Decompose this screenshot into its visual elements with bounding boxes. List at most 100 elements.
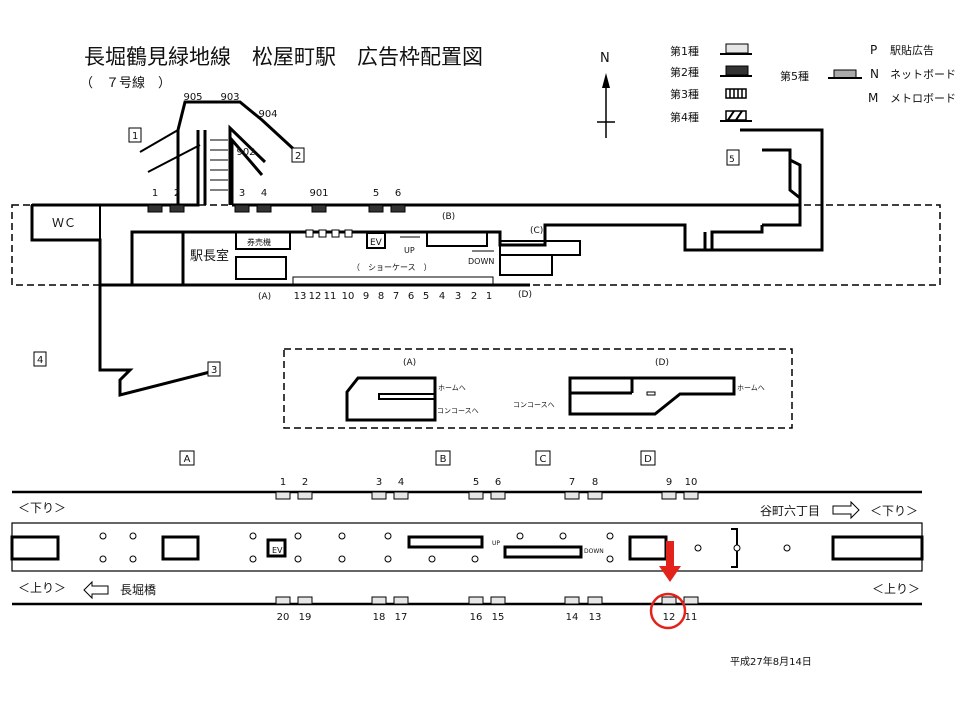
- platform-ad-slot[interactable]: [393, 596, 409, 605]
- legend-code-m-label: メトロボード: [890, 92, 956, 105]
- platform-ad-number: 1: [280, 477, 286, 488]
- platform-ad-slot[interactable]: [371, 596, 387, 605]
- platform-ad-number: 13: [589, 612, 602, 623]
- concourse-ad-slot[interactable]: [169, 204, 185, 213]
- showcase-number: 9: [363, 291, 369, 302]
- platform-ad-slot[interactable]: [661, 491, 677, 500]
- pillar: [318, 229, 327, 238]
- platform-ad-slot[interactable]: [297, 596, 313, 605]
- legend-type3: 第3種: [670, 87, 699, 101]
- platform-ev-label: EV: [272, 546, 283, 555]
- platform-ad-slot[interactable]: [275, 596, 291, 605]
- station-master-label: 駅長室: [190, 248, 229, 264]
- platform-ad-number: 16: [470, 612, 483, 623]
- escalator-up-label: UP: [404, 246, 415, 255]
- platform-ad-slot[interactable]: [468, 491, 484, 500]
- platform-ad-slot[interactable]: [661, 596, 677, 605]
- platform-ad-slot[interactable]: [564, 491, 580, 500]
- concourse-ad-number: 2: [174, 188, 180, 199]
- platform-floor: EV UP DOWN ＜下り＞ ＜下り＞ 谷町六丁目 ＜上り＞ ＜上り＞ 長堀橋…: [10, 450, 924, 623]
- legend-code-m: M: [868, 91, 878, 105]
- up-direction-label-right: ＜上り＞: [872, 582, 920, 596]
- exit-ad-number: 902: [236, 147, 255, 158]
- platform-ad-slot[interactable]: [683, 596, 699, 605]
- platform-stairs-d: [628, 535, 668, 561]
- legend-type4: 第4種: [670, 110, 699, 124]
- pillar: [129, 555, 137, 563]
- platform-ad-slot[interactable]: [587, 491, 603, 500]
- pillar: [559, 532, 567, 540]
- exit-ad-number: 904: [258, 109, 277, 120]
- concourse-ad-slot[interactable]: [368, 204, 384, 213]
- concourse-ad-slot[interactable]: [234, 204, 250, 213]
- section-label: D: [644, 454, 652, 465]
- platform-ad-slot[interactable]: [393, 491, 409, 500]
- pillar: [733, 544, 741, 552]
- ticket-machine: [235, 231, 291, 250]
- platform-ad-number: 5: [473, 477, 479, 488]
- pillar: [338, 555, 346, 563]
- platform-ad-slot[interactable]: [490, 491, 506, 500]
- legend-type1: 第1種: [670, 44, 699, 58]
- concourse-ad-slot[interactable]: [256, 204, 272, 213]
- concourse-ad-slot[interactable]: [147, 204, 163, 213]
- detail-a-to-platform: ホームへ: [438, 384, 466, 392]
- section-label: A: [184, 454, 191, 465]
- showcase: [292, 276, 494, 285]
- platform-ad-number: 8: [592, 477, 598, 488]
- legend-type3-swatch: [725, 88, 747, 99]
- platform-ad-slot[interactable]: [683, 491, 699, 500]
- arrow-left-icon: [83, 580, 109, 600]
- concourse-ad-slot[interactable]: [390, 204, 406, 213]
- pillar: [344, 229, 353, 238]
- platform-ad-slot[interactable]: [587, 596, 603, 605]
- platform-ad-number: 20: [277, 612, 290, 623]
- exit-box: [291, 147, 305, 163]
- section-label: C: [540, 454, 547, 465]
- platform-ad-number: 6: [495, 477, 501, 488]
- exit-5-label: 5: [729, 155, 735, 165]
- exit-box: [128, 127, 142, 143]
- platform-ad-slot[interactable]: [297, 491, 313, 500]
- platform-escalator-b: [407, 535, 484, 549]
- arrow-right-icon: [832, 500, 860, 520]
- platform-ad-number: 19: [299, 612, 312, 623]
- legend-type2-swatch: [720, 65, 752, 77]
- platform-ad-slot[interactable]: [275, 491, 291, 500]
- stairs-detail-box: (A) ホームへ コンコースへ (D) ホームへ コンコースへ: [283, 348, 793, 429]
- wc-room: [31, 204, 101, 241]
- pillar: [338, 532, 346, 540]
- platform-ad-slot[interactable]: [371, 491, 387, 500]
- platform-ad-slot[interactable]: [564, 596, 580, 605]
- platform-down-label: DOWN: [584, 548, 604, 555]
- showcase-number: 6: [408, 291, 414, 302]
- stairs-d: [499, 254, 553, 276]
- legend-code-p-label: 駅貼広告: [890, 43, 934, 57]
- exit-number: 4: [37, 355, 43, 366]
- platform-ad-slot[interactable]: [490, 596, 506, 605]
- wc-label: ＷＣ: [52, 216, 76, 230]
- platform-ad-number: 18: [373, 612, 386, 623]
- page-title: 長堀鶴見緑地線 松屋町駅 広告枠配置図: [84, 45, 483, 69]
- legend-type5-swatch: [828, 69, 862, 79]
- detail-d-to-concourse: コンコースへ: [513, 401, 555, 409]
- pillar: [606, 555, 614, 563]
- concourse-ad-number: 4: [261, 188, 267, 199]
- section-marker: [435, 450, 451, 466]
- platform-ad-number: 7: [569, 477, 575, 488]
- pillar: [384, 532, 392, 540]
- ticket-machine-label: 券売機: [247, 237, 271, 247]
- platform-ad-number: 3: [376, 477, 382, 488]
- platform-ad-slot[interactable]: [468, 596, 484, 605]
- north-label: N: [600, 51, 610, 66]
- concourse-floor: ＷＣ 駅長室 券売機 EV (B) (C) (A) (D) UP DOWN （ …: [11, 100, 941, 397]
- pillar: [305, 229, 314, 238]
- date-label: 平成27年8月14日: [730, 655, 812, 668]
- showcase-number: 10: [342, 291, 355, 302]
- legend-type4-swatch: [720, 110, 752, 122]
- concourse-ad-slot[interactable]: [311, 204, 327, 213]
- platform-elevator: [266, 538, 287, 558]
- exit-ad-number: 903: [220, 92, 239, 103]
- pillar: [99, 555, 107, 563]
